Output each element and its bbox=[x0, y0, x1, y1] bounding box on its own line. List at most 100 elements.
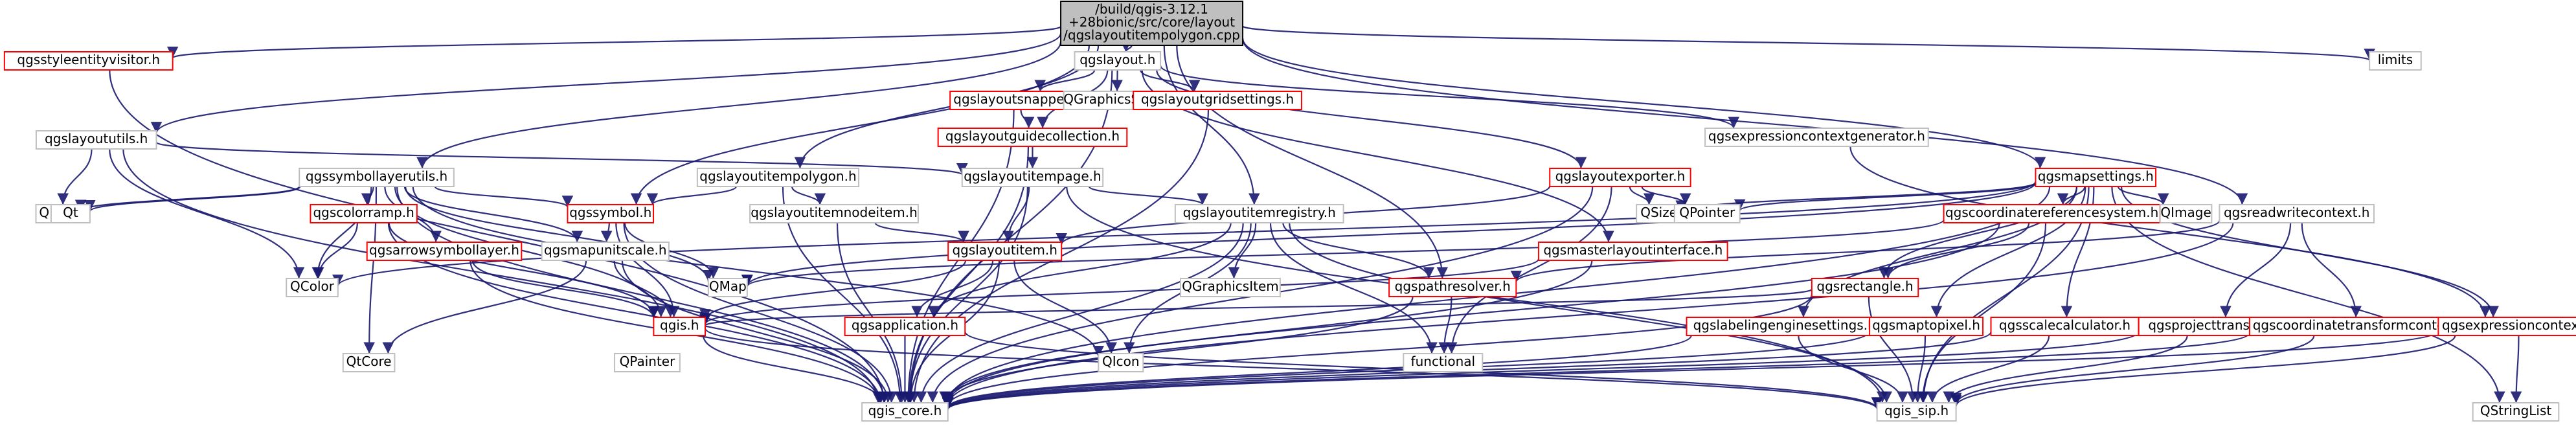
node-label: qgsstyleentityvisitor.h bbox=[17, 52, 160, 67]
node-qgsreadwritecontext[interactable]: qgsreadwritecontext.h bbox=[2219, 204, 2375, 223]
node-qgscolorramp[interactable]: qgscolorramp.h bbox=[310, 204, 418, 223]
node-qgslayoututils[interactable]: qgslayoututils.h bbox=[35, 130, 157, 150]
edge-qgssymbol-to-qgsmapunitscale bbox=[600, 222, 613, 243]
node-label: qgslayoutitemregistry.h bbox=[1183, 205, 1336, 220]
node-qgis_core[interactable]: qgis_core.h bbox=[861, 402, 949, 422]
edge-qgscolorramp-to-qcolor bbox=[313, 222, 358, 279]
node-label: qgslayout.h bbox=[1079, 52, 1155, 67]
edge-root-to-qgssymbol bbox=[630, 45, 1090, 205]
node-qgslayoutnodeitem[interactable]: qgslayoutitemnodeitem.h bbox=[749, 204, 919, 223]
node-label: qgslayoutitempage.h bbox=[964, 168, 1101, 184]
node-qgsmasterlayoutinterface[interactable]: qgsmasterlayoutinterface.h bbox=[1538, 242, 1728, 261]
node-box bbox=[961, 168, 1104, 187]
node-box bbox=[614, 353, 681, 372]
node-qgscoordinatetransformcontext[interactable]: qgscoordinatetransformcontext.h bbox=[2248, 317, 2474, 336]
node-label: qgspathresolver.h bbox=[1395, 278, 1511, 294]
node-box bbox=[286, 278, 339, 297]
edge-root-to-qgslayoututils bbox=[151, 33, 1062, 133]
edge-qgsexpressioncontext-to-qgis_sip bbox=[1950, 335, 2456, 407]
node-label: qgsexpressioncontext.h bbox=[2442, 317, 2576, 333]
node-qgspathresolver[interactable]: qgspathresolver.h bbox=[1388, 278, 1517, 297]
edge-qgslayoutitem-to-qgis bbox=[699, 260, 967, 321]
edge-qgspathresolver-to-qgis_core bbox=[939, 296, 1414, 403]
node-qt: Qt bbox=[50, 204, 91, 223]
node-label: qgssymbol.h bbox=[569, 205, 651, 220]
edge-qgsmapsettings-to-qstringlist bbox=[2111, 186, 2505, 403]
edge-qgsrectangle-to-qgis bbox=[700, 288, 1813, 326]
node-box bbox=[1060, 1, 1244, 46]
node-functional: functional bbox=[1403, 353, 1484, 372]
node-box bbox=[844, 317, 966, 336]
edge-qgsmapsettings-to-qpointer bbox=[1734, 182, 2037, 212]
node-qgssymbol[interactable]: qgssymbol.h bbox=[567, 204, 655, 223]
node-qgis[interactable]: qgis.h bbox=[653, 317, 706, 336]
edge-qgscoordinatetransformcontext-to-qgis_sip bbox=[1950, 335, 2315, 405]
node-label: qgslayoutsnapper.h bbox=[953, 91, 1081, 107]
node-box bbox=[1704, 128, 1929, 147]
edge-qgsmapsettings-to-qimage bbox=[2117, 186, 2169, 205]
edge-qgslayout-to-qgslayoutexporter bbox=[1156, 69, 1587, 169]
node-box bbox=[567, 204, 655, 223]
edge-qgslayoutitem-to-qicon bbox=[1013, 260, 1117, 354]
node-qcolor: QColor bbox=[286, 278, 339, 297]
node-box bbox=[342, 353, 396, 372]
node-qgslayoutgridsettings[interactable]: qgslayoutgridsettings.h bbox=[1133, 91, 1302, 110]
edge-qgslayoutnodeitem-to-qgslayoutitem bbox=[874, 222, 969, 243]
node-box bbox=[1876, 402, 1957, 422]
edge-root-to-qgsmapsettings bbox=[1241, 38, 2046, 169]
node-qgslayoutitem[interactable]: qgslayoutitem.h bbox=[947, 242, 1063, 261]
node-box bbox=[2472, 402, 2560, 422]
node-label: qgsexpressioncontextgenerator.h bbox=[1708, 128, 1925, 144]
node-qgscrs[interactable]: qgscoordinatereferencesystem.h bbox=[1943, 204, 2161, 223]
node-box bbox=[1538, 242, 1728, 261]
node-qgslayout[interactable]: qgslayout.h bbox=[1074, 51, 1162, 71]
node-qgslayoutitempolygon[interactable]: qgslayoutitempolygon.h bbox=[696, 168, 860, 187]
edge-qgsarrowsymbollayer-to-qgis bbox=[471, 260, 660, 319]
node-label: +28bionic/src/core/layout bbox=[1068, 14, 1235, 30]
node-qgsrectangle[interactable]: qgsrectangle.h bbox=[1811, 278, 1919, 297]
node-qgis_sip[interactable]: qgis_sip.h bbox=[1876, 402, 1957, 422]
node-qgsmaptopixel[interactable]: qgsmaptopixel.h bbox=[1869, 317, 1984, 336]
node-qicon: QIcon bbox=[1098, 353, 1144, 372]
edge-qgslayoutitemregistry-to-functional bbox=[1269, 222, 1438, 354]
edge-qgslayoutnodeitem-to-qgis_core bbox=[836, 222, 908, 403]
node-qgslayoutguidecollection[interactable]: qgslayoutguidecollection.h bbox=[937, 128, 1128, 147]
node-box bbox=[861, 402, 949, 422]
node-qgsexpressioncontext[interactable]: qgsexpressioncontext.h bbox=[2437, 317, 2576, 336]
edge-qgscolorramp-to-qgis bbox=[388, 222, 660, 318]
node-qgsstyleentityvisitor[interactable]: qgsstyleentityvisitor.h bbox=[3, 51, 174, 71]
node-qgsexpressioncontextgenerator[interactable]: qgsexpressioncontextgenerator.h bbox=[1704, 128, 1929, 147]
node-qgslayoutitempage[interactable]: qgslayoutitempage.h bbox=[961, 168, 1104, 187]
node-qgslayoutexporter[interactable]: qgslayoutexporter.h bbox=[1549, 168, 1691, 187]
edge-qgsrectangle-to-qgis_core bbox=[942, 294, 1813, 407]
node-label: QStringList bbox=[2480, 403, 2552, 418]
node-qpointer: QPointer bbox=[1673, 204, 1741, 223]
node-box bbox=[653, 317, 706, 336]
edge-qgscrs-to-qmap bbox=[741, 219, 1945, 288]
node-box bbox=[2219, 204, 2375, 223]
node-label: qgslayoutitemnodeitem.h bbox=[751, 205, 918, 220]
node-label: qgis_sip.h bbox=[1884, 403, 1949, 418]
edge-root-to-qgssymbollayerutils bbox=[416, 41, 1062, 169]
node-qgslayoutitemregistry[interactable]: qgslayoutitemregistry.h bbox=[1174, 204, 1344, 223]
edge-qgslayoutitempage-to-qgslayoutitem bbox=[1002, 186, 1030, 243]
node-qgsmapsettings[interactable]: qgsmapsettings.h bbox=[2035, 168, 2157, 187]
node-label: qgslayoutitem.h bbox=[952, 242, 1057, 258]
node-box bbox=[1098, 353, 1144, 372]
node-qgsmapunitscale[interactable]: qgsmapunitscale.h bbox=[541, 242, 670, 261]
node-qgsscalecalculator[interactable]: qgsscalecalculator.h bbox=[1990, 317, 2140, 336]
edge-qgsreadwritecontext-to-qgscoordinatetransformcontext bbox=[2301, 222, 2362, 318]
edge-qgsexpressioncontextgenerator-to-qgsexpressioncontext bbox=[1849, 146, 2491, 318]
node-qgslabelingenginesettings[interactable]: qgslabelingenginesettings.h bbox=[1686, 317, 1883, 336]
node-box bbox=[50, 204, 91, 223]
node-qgsarrowsymbollayer[interactable]: qgsarrowsymbollayer.h bbox=[366, 242, 523, 261]
edge-qgssymbollayerutils-to-qgssymbol bbox=[434, 185, 574, 208]
node-qgslayoutsnapper[interactable]: qgslayoutsnapper.h bbox=[949, 91, 1085, 110]
node-label: QGraphicsItem bbox=[1182, 278, 1279, 294]
node-label: qgsrectangle.h bbox=[1816, 278, 1913, 294]
edge-qgslayoutexporter-to-qsize bbox=[1629, 186, 1655, 205]
edge-qgscrs-to-qgsrectangle bbox=[1882, 222, 2030, 279]
node-qgssymbollayerutils[interactable]: qgssymbollayerutils.h bbox=[299, 168, 455, 187]
node-qgsapplication[interactable]: qgsapplication.h bbox=[844, 317, 966, 336]
node-label: qgslayoutexporter.h bbox=[1555, 168, 1686, 184]
